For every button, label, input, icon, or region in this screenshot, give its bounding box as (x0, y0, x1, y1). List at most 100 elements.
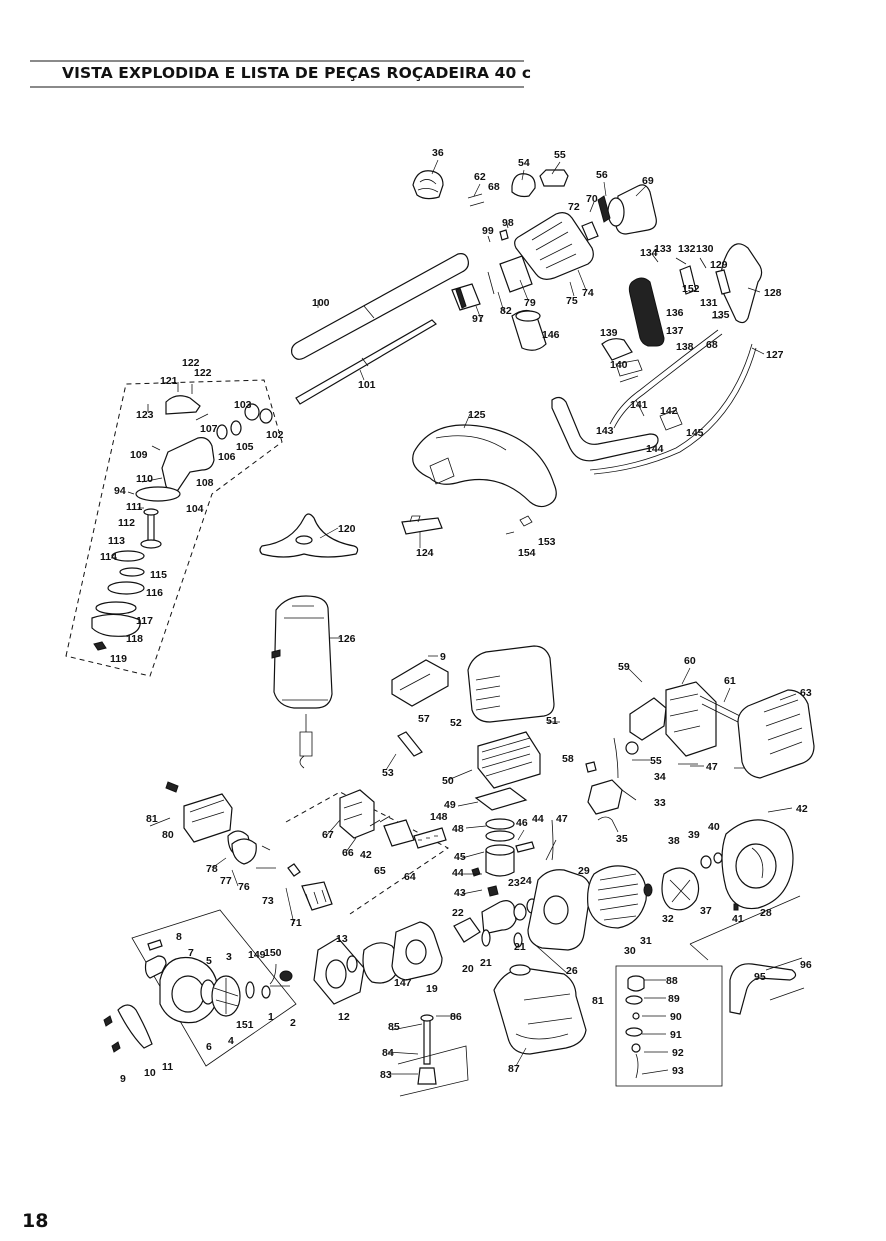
part-label: 131 (700, 297, 718, 309)
carburetor-67 (339, 789, 375, 839)
plate-124 (401, 517, 443, 535)
part-label: 9 (440, 651, 446, 663)
part-label: 144 (646, 443, 664, 455)
sleeve-79 (499, 255, 533, 293)
part-label: 114 (100, 551, 117, 563)
part-label: 36 (432, 147, 444, 159)
fuel-tank-group (397, 941, 723, 1097)
part-label: 21 (480, 957, 492, 969)
part-label: 46 (516, 817, 528, 829)
part-label: 92 (672, 1047, 684, 1059)
part-label: 89 (668, 993, 680, 1005)
part-label: 80 (162, 829, 174, 841)
part-label: 86 (450, 1011, 462, 1023)
part-label: 28 (760, 907, 772, 919)
part-label: 5 (206, 955, 212, 967)
gasket-59 (629, 697, 667, 741)
part-label: 112 (118, 517, 135, 529)
part-label: 101 (358, 379, 376, 391)
part-label: 81 (592, 995, 604, 1007)
loop-handle-143 (551, 396, 659, 462)
clamp-36 (412, 170, 444, 200)
part-label: 66 (342, 847, 354, 859)
part-label: 139 (600, 327, 618, 339)
part-label: 118 (126, 633, 143, 645)
part-label: 61 (724, 675, 736, 687)
part-label: 53 (382, 767, 394, 779)
part-label: 108 (196, 477, 214, 489)
part-label: 113 (108, 535, 125, 547)
part-label: 71 (290, 917, 302, 929)
gear-head-dashed-box (65, 379, 283, 677)
crankshaft-22 (481, 900, 517, 935)
cup-118 (91, 613, 141, 637)
part-label: 68 (706, 339, 718, 351)
part-label: 9 (120, 1073, 126, 1085)
part-label: 63 (800, 687, 812, 699)
part-label: 34 (654, 771, 666, 783)
gear-housing-74 (514, 212, 594, 280)
part-label: 62 (474, 171, 486, 183)
part-label: 125 (468, 409, 486, 421)
part-label: 74 (582, 287, 594, 299)
leader-lines (149, 159, 797, 1075)
part-label: 75 (566, 295, 578, 307)
part-label: 38 (668, 835, 680, 847)
part-label: 2 (290, 1017, 296, 1029)
part-label: 136 (666, 307, 684, 319)
part-label: 93 (672, 1065, 684, 1077)
part-label: 84 (382, 1047, 394, 1059)
part-label: 140 (610, 359, 628, 371)
part-label: 115 (150, 569, 167, 581)
part-label: 7 (188, 947, 194, 959)
part-label: 37 (700, 905, 712, 917)
part-label: 129 (710, 259, 728, 271)
blade-120 (259, 513, 359, 558)
part-label: 42 (360, 849, 372, 861)
part-label: 26 (566, 965, 578, 977)
part-label: 73 (262, 895, 274, 907)
part-label: 64 (404, 871, 416, 883)
part-label: 107 (200, 423, 218, 435)
part-label: 41 (732, 913, 744, 925)
gear-head-group (65, 379, 283, 677)
part-label: 35 (616, 833, 628, 845)
spark-plug-53 (397, 731, 423, 757)
part-label: 87 (508, 1063, 520, 1075)
muffler-60 (665, 681, 717, 757)
part-label: 57 (418, 713, 430, 725)
part-label: 65 (374, 865, 386, 877)
page-title: VISTA EXPLODIDA E LISTA DE PEÇAS ROÇADEI… (62, 64, 532, 82)
part-label: 48 (452, 823, 464, 835)
part-label: 33 (654, 797, 666, 809)
part-label: 146 (542, 329, 560, 341)
spindle-112 (147, 513, 155, 543)
part-label: 117 (136, 615, 153, 627)
part-label: 83 (380, 1069, 392, 1081)
part-label: 104 (186, 503, 204, 515)
part-label: 150 (264, 947, 282, 959)
small-parts-box (615, 965, 723, 1087)
part-label: 59 (618, 661, 630, 673)
part-label: 123 (136, 409, 154, 421)
part-label: 58 (562, 753, 574, 765)
air-filter-80 (183, 793, 233, 843)
part-label: 70 (586, 193, 598, 205)
part-label: 94 (114, 485, 126, 497)
part-label: 22 (452, 907, 464, 919)
part-label: 81 (146, 813, 158, 825)
part-label: 19 (426, 983, 438, 995)
plate-104 (135, 486, 181, 502)
part-label: 127 (766, 349, 784, 361)
part-label: 148 (430, 811, 448, 823)
pin-46 (515, 841, 535, 853)
part-label: 88 (666, 975, 678, 987)
part-label: 91 (670, 1029, 682, 1041)
shaft-101 (295, 319, 437, 405)
part-label: 79 (524, 297, 536, 309)
part-label: 4 (228, 1035, 234, 1047)
part-label: 47 (556, 813, 568, 825)
part-label: 21 (514, 941, 526, 953)
part-label: 43 (454, 887, 466, 899)
part-label: 109 (130, 449, 148, 461)
